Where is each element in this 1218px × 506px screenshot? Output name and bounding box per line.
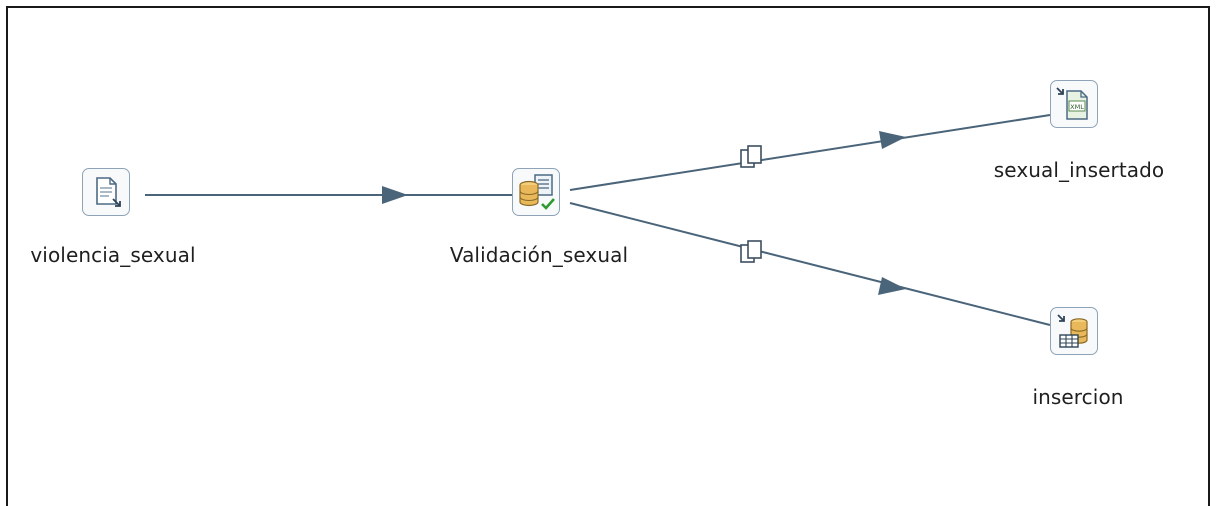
text-file-input-icon xyxy=(96,177,121,207)
hop-arrow-icon xyxy=(879,131,906,149)
step-validacion-sexual[interactable] xyxy=(512,168,560,216)
xml-output-icon: XML xyxy=(1056,87,1088,120)
copy-rows-icon xyxy=(740,240,762,263)
hop-arrow-icon xyxy=(382,186,408,204)
step-label: Validación_sexual xyxy=(449,243,629,267)
svg-text:XML: XML xyxy=(1070,103,1084,111)
table-output-icon xyxy=(1057,314,1088,348)
step-sexual-insertado[interactable]: XML xyxy=(1050,80,1098,128)
step-label: violencia_sexual xyxy=(30,243,196,267)
step-violencia-sexual[interactable] xyxy=(82,168,130,216)
hop-input-to-validator[interactable] xyxy=(145,186,512,204)
copy-rows-icon xyxy=(740,145,762,168)
step-label: sexual_insertado xyxy=(993,158,1165,182)
hop-validator-to-table[interactable] xyxy=(569,202,1051,326)
transformation-canvas xyxy=(6,6,1210,506)
step-insercion[interactable] xyxy=(1050,307,1098,355)
hop-validator-to-xml[interactable] xyxy=(569,114,1051,191)
data-validator-icon xyxy=(519,174,555,210)
hop-arrow-icon xyxy=(878,277,906,295)
step-label: insercion xyxy=(1032,385,1124,409)
